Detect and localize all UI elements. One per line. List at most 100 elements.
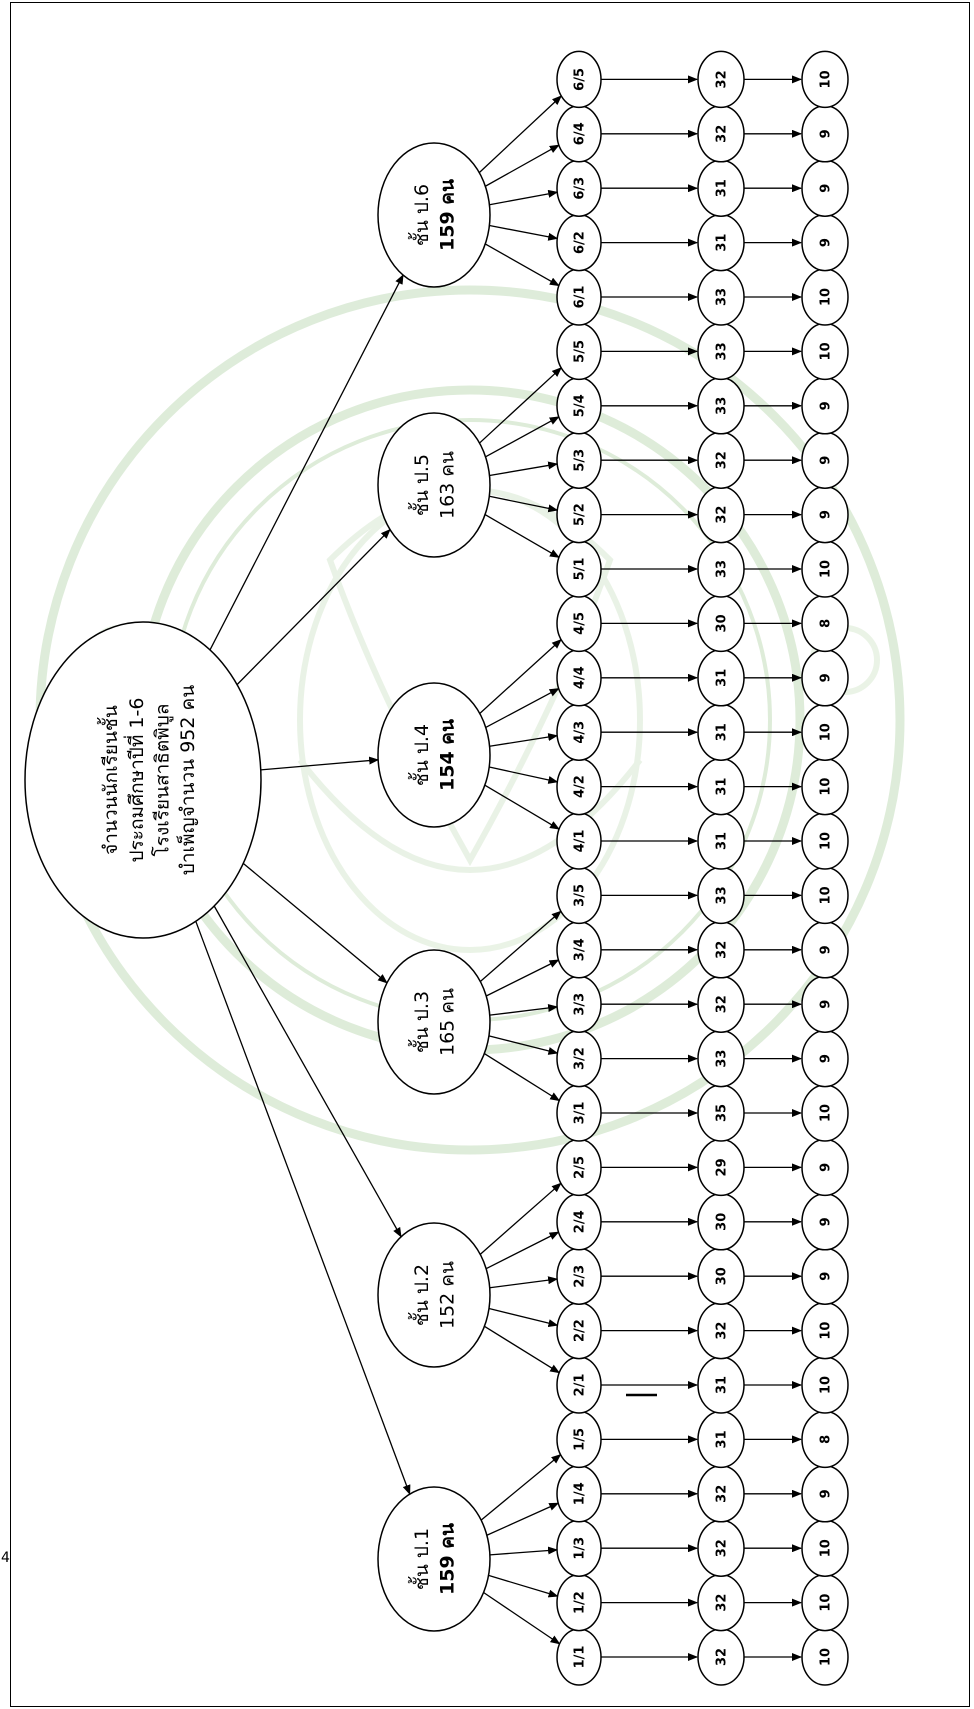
edge-grade-to-room [486,1502,560,1536]
room-label: 6/5 [573,68,588,91]
room-node: 2/4 [556,1193,602,1251]
edge-grade-to-room [485,416,560,458]
edge-grade-to-room [488,1035,559,1055]
sample-count-label: 10 [819,723,834,741]
room-label: 6/4 [573,122,588,145]
room-label: 6/2 [573,231,588,254]
sample-count-node: 9 [801,1193,849,1251]
edge-grade-to-room [479,367,562,444]
room-label: 1/4 [573,1482,588,1505]
student-count-node: 31 [697,213,745,272]
edge-root-to-grade [236,528,391,686]
student-count-node: 33 [697,540,745,598]
student-count-node: 31 [697,1410,745,1469]
sample-count-node: 9 [801,159,849,217]
sample-count-label: 9 [819,1163,834,1172]
room-label: 1/2 [573,1591,588,1614]
sample-count-label: 9 [819,456,834,465]
room-label: 6/1 [573,286,588,309]
edge-grade-to-room [479,910,562,983]
edge-grade-to-room [484,784,560,830]
student-count-label: 32 [715,70,730,88]
sample-count-label: 10 [819,342,834,360]
room-node: 1/1 [556,1628,602,1686]
edge-grade-to-room [489,1546,559,1556]
room-node: 4/1 [556,812,602,870]
room-node: 4/5 [556,594,602,653]
diagram-frame [10,2,970,1707]
student-count-label: 31 [715,669,730,687]
room-label: 5/3 [573,449,588,472]
student-count-label: 32 [715,1322,730,1340]
sample-count-label: 10 [819,1539,834,1557]
sample-count-label: 10 [819,1594,834,1612]
sample-count-node: 9 [801,485,849,544]
student-count-node: 31 [697,757,745,816]
edge-root-to-grade [213,905,402,1238]
room-node: 5/1 [556,540,602,598]
room-label: 3/3 [573,993,588,1016]
room-node: 5/4 [556,377,602,435]
room-node: 4/3 [556,703,602,761]
room-node: 3/3 [556,975,602,1033]
sample-count-node: 10 [801,268,849,326]
student-count-label: 32 [715,506,730,524]
student-count-node: 31 [697,159,745,217]
student-count-label: 31 [715,1376,730,1394]
edge-grade-to-room [489,1004,559,1016]
student-count-label: 32 [715,1648,730,1666]
sample-count-node: 9 [801,649,849,707]
room-node: 6/1 [556,268,602,326]
room-node: 5/5 [556,322,602,381]
student-count-node: 30 [697,1193,745,1251]
sample-count-label: 9 [819,238,834,247]
student-count-label: 31 [715,723,730,741]
room-node: 2/5 [556,1138,602,1197]
room-node: 1/3 [556,1519,602,1577]
room-node: 3/2 [556,1029,602,1088]
room-node: 6/2 [556,213,602,272]
student-count-node: 32 [697,1465,745,1523]
edge-grade-to-room [489,766,559,784]
student-count-node: 33 [697,377,745,435]
edge-grade-to-room [489,461,559,477]
room-node: 3/4 [556,921,602,979]
student-count-label: 33 [715,288,730,306]
sample-count-node: 9 [801,1138,849,1197]
room-label: 4/5 [573,612,588,635]
student-count-node: 30 [697,1247,745,1305]
sample-count-label: 10 [819,1322,834,1340]
room-node: 3/5 [556,866,602,925]
student-count-label: 32 [715,451,730,469]
sample-count-label: 9 [819,1272,834,1281]
room-node: 1/2 [556,1573,602,1632]
room-label: 6/3 [573,177,588,200]
room-node: 6/5 [556,50,602,109]
room-node: 5/2 [556,485,602,544]
sample-count-label: 10 [819,1648,834,1666]
edge-grade-to-room [489,1276,559,1289]
student-count-node: 32 [697,50,745,109]
sample-count-label: 9 [819,510,834,519]
student-count-node: 32 [697,921,745,979]
edge-grade-to-room [479,638,562,714]
sample-count-node: 9 [801,1029,849,1088]
edge-root-to-grade [209,274,404,651]
sample-count-node: 10 [801,540,849,598]
edge-grade-to-room [478,95,563,174]
student-count-node: 32 [697,1301,745,1360]
student-count-node: 31 [697,703,745,761]
edge-root-to-grade [195,921,411,1496]
sample-count-label: 9 [819,1489,834,1498]
student-count-label: 31 [715,234,730,252]
sample-count-node: 10 [801,50,849,109]
student-count-node: 31 [697,812,745,870]
edge-grade-to-room [485,144,560,187]
student-count-node: 32 [697,431,745,489]
